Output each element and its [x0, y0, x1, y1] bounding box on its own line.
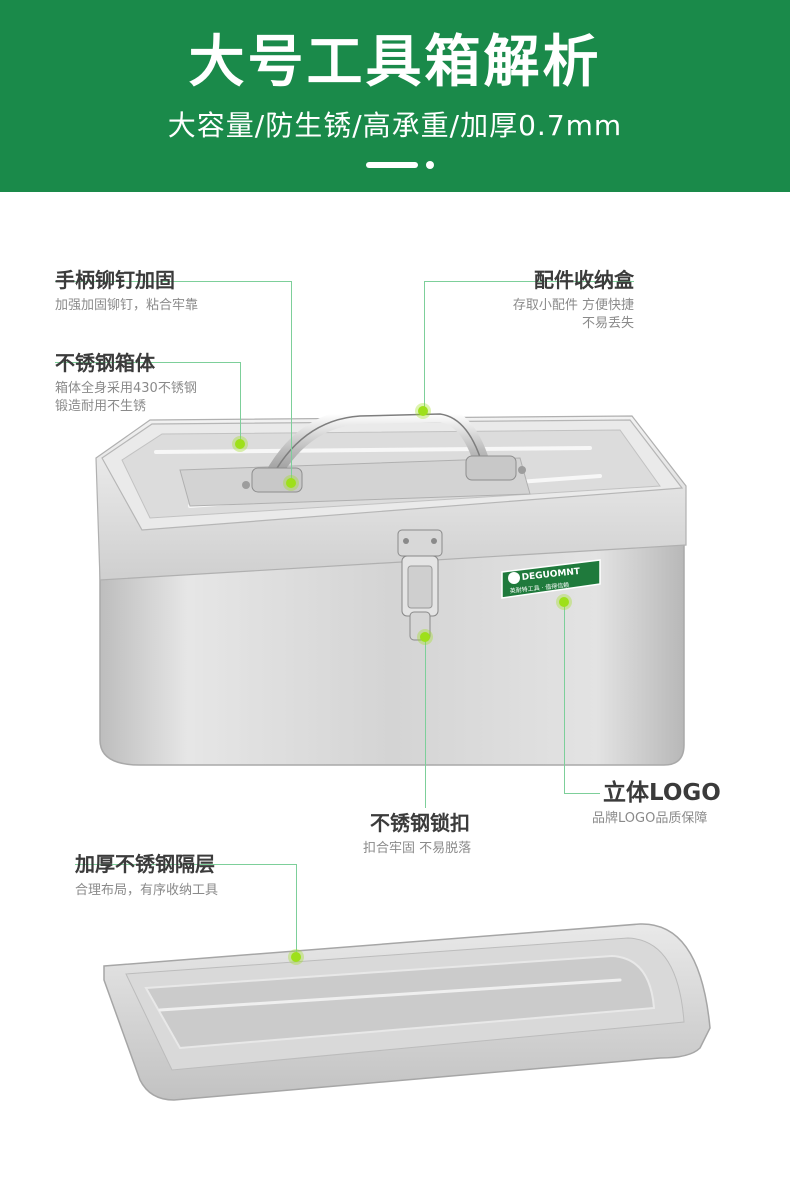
- marker-dot: [235, 439, 245, 449]
- decorative-bar: [366, 162, 418, 168]
- marker-dot: [286, 478, 296, 488]
- leader-line: [564, 603, 565, 793]
- decorative-dot: [426, 161, 434, 169]
- leader-line: [75, 864, 297, 865]
- page-subtitle: 大容量/防生锈/高承重/加厚0.7mm: [167, 109, 623, 142]
- leader-line: [424, 281, 425, 411]
- callout-box-desc-2: 锻造耐用不生锈: [55, 399, 147, 414]
- marker-dot: [559, 597, 569, 607]
- marker-dot: [420, 632, 430, 642]
- marker-dot: [418, 406, 428, 416]
- leader-line: [296, 864, 297, 957]
- leader-line: [425, 638, 426, 808]
- page-title: 大号工具箱解析: [188, 30, 602, 95]
- callout-parts-desc-1: 存取小配件 方便快捷: [512, 298, 634, 313]
- leader-line: [291, 281, 292, 483]
- callout-lock-title: 不锈钢锁扣: [370, 811, 470, 835]
- leader-line: [240, 362, 241, 444]
- leader-line: [55, 281, 292, 282]
- callout-logo-title: 立体LOGO: [603, 780, 721, 806]
- header-banner: 大号工具箱解析 大容量/防生锈/高承重/加厚0.7mm: [0, 0, 790, 192]
- leader-line: [564, 793, 600, 794]
- callout-handle-desc: 加强加固铆钉，粘合牢靠: [55, 298, 199, 313]
- callout-handle-title: 手柄铆钉加固: [55, 268, 175, 292]
- callout-logo-desc: 品牌LOGO品质保障: [592, 811, 708, 826]
- callout-parts-desc-2: 不易丢失: [581, 316, 634, 331]
- leader-line: [55, 362, 241, 363]
- leader-line: [424, 281, 634, 282]
- callout-tray-title: 加厚不锈钢隔层: [75, 852, 215, 876]
- callout-tray-desc: 合理布局，有序收纳工具: [75, 883, 219, 898]
- callout-lock-desc: 扣合牢固 不易脱落: [363, 841, 472, 856]
- marker-dot: [291, 952, 301, 962]
- callout-box-title: 不锈钢箱体: [55, 351, 155, 375]
- callout-parts-title: 配件收纳盒: [534, 268, 634, 292]
- callout-box-desc-1: 箱体全身采用430不锈钢: [55, 381, 197, 396]
